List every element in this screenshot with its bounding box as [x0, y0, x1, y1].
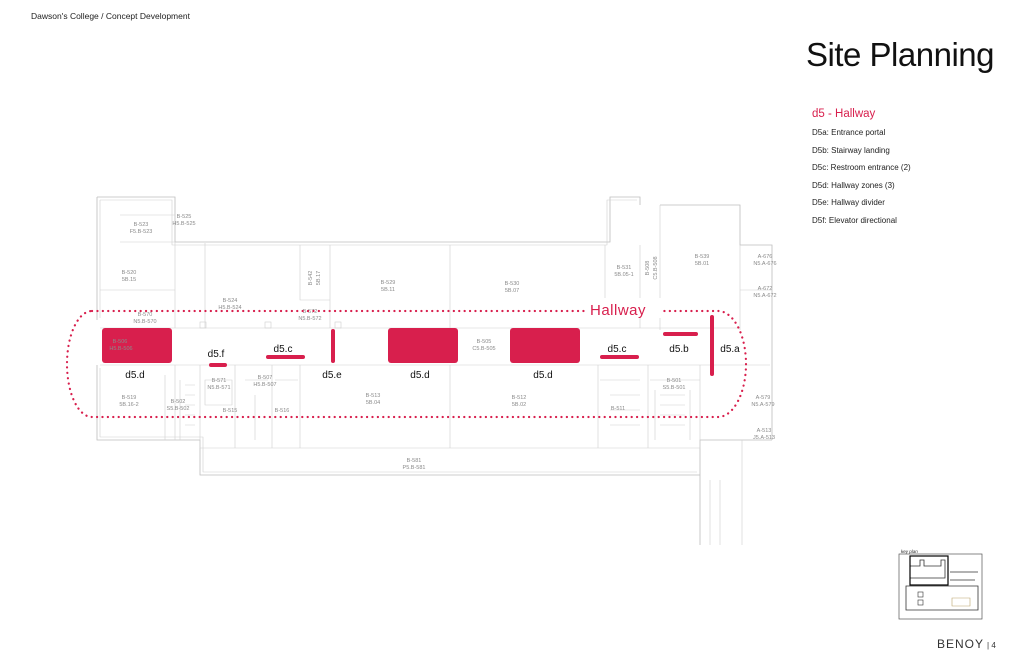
room-label: 5B.04: [366, 400, 380, 406]
zone-label: d5.d: [533, 370, 552, 381]
zone-label: d5.e: [322, 370, 342, 381]
legend-item: D5a: Entrance portal: [812, 128, 886, 137]
room-label: S5.B-501: [663, 385, 686, 391]
room-label: C5.B-508: [653, 256, 659, 279]
room-label: B-531: [617, 265, 632, 271]
room-label: N5.A-579: [751, 402, 774, 408]
room-label: B-570: [138, 312, 153, 318]
room-label: 5B.07: [505, 288, 519, 294]
room-label: B-523: [134, 222, 149, 228]
room-label: B-539: [695, 254, 710, 260]
zone-d5a: [710, 315, 714, 376]
room-label: B-571: [212, 378, 227, 384]
legend-heading: d5 - Hallway: [812, 108, 876, 120]
zone-d5b: [663, 332, 698, 336]
zone-labels: d5.d d5.f d5.c d5.e d5.d d5.d d5.c d5.b …: [125, 344, 740, 381]
legend: d5 - Hallway D5a: Entrance portal D5b: S…: [812, 108, 911, 234]
room-label: N5.B-572: [298, 316, 321, 322]
room-label: B-529: [381, 280, 396, 286]
room-label: H5.B-507: [253, 382, 276, 388]
room-label: B-516: [275, 408, 290, 414]
key-plan-label: key plan: [901, 549, 918, 554]
room-label: B-530: [505, 281, 520, 287]
room-label: B-513: [366, 393, 381, 399]
zone-label: d5.c: [274, 344, 293, 355]
room-label: A-579: [756, 395, 771, 401]
brand-logo: BENOY: [937, 637, 985, 651]
room-label: J5.A-513: [753, 435, 775, 441]
zone-label: d5.c: [608, 344, 627, 355]
room-label: B-506: [113, 339, 128, 345]
room-label: N5.A-676: [753, 261, 776, 267]
room-label: N5.A-672: [753, 293, 776, 299]
room-label: C5.B-505: [472, 346, 495, 352]
hallway-label: Hallway: [590, 302, 646, 319]
legend-item: D5f: Elevator directional: [812, 215, 897, 225]
room-label: B-505: [477, 339, 492, 345]
zone-label: d5.a: [720, 344, 740, 355]
room-label: B-511: [611, 406, 625, 412]
room-label: A-672: [758, 286, 773, 292]
room-label: 5B.01: [695, 261, 709, 267]
room-label: 5B.02: [512, 402, 526, 408]
breadcrumb: Dawson's College / Concept Development: [31, 11, 190, 21]
legend-item: D5e: Hallway divider: [812, 198, 885, 208]
room-label: 5B.16-2: [119, 402, 138, 408]
room-label: B-508: [645, 261, 651, 276]
room-label: B-515: [223, 408, 238, 414]
room-label: H5.B-525: [172, 221, 195, 227]
room-label: B-501: [667, 378, 682, 384]
hallway-boundary: [65, 309, 748, 419]
page-number: | 4: [987, 641, 996, 650]
room-label: B-507: [258, 375, 273, 381]
room-label: B-520: [122, 270, 137, 276]
key-plan: key plan: [898, 549, 983, 620]
room-label: 5B.11: [381, 287, 395, 293]
room-label: H5.B-524: [218, 305, 241, 311]
room-label: A-513: [757, 428, 772, 434]
zone-label: d5.b: [669, 344, 689, 355]
room-label: N5.B-570: [133, 319, 156, 325]
room-label: B-512: [512, 395, 527, 401]
room-label: H5.B-506: [109, 346, 132, 352]
room-label: N5.B-571: [207, 385, 230, 391]
zone-d5f: [209, 363, 227, 367]
room-label: 5B.17: [316, 271, 322, 285]
zone-d5c-1: [266, 355, 305, 359]
room-label: B-524: [223, 298, 238, 304]
legend-item: D5b: Stairway landing: [812, 145, 890, 155]
legend-item: D5d: Hallway zones (3): [812, 180, 895, 190]
room-label: B-542: [308, 271, 314, 286]
brand-footer: BENOY| 4: [937, 637, 996, 651]
room-label: B-525: [177, 214, 192, 220]
room-labels: B-523 F5.B-523 B-525 H5.B-525 B-520 5B.1…: [119, 214, 776, 471]
legend-item: D5c: Restroom entrance (2): [812, 163, 911, 173]
zone-d5e: [331, 329, 335, 363]
page-title: Site Planning: [806, 36, 994, 73]
room-label: S5.B-502: [167, 406, 190, 412]
zone-label: d5.f: [208, 349, 225, 360]
room-label: 5B.05-1: [614, 272, 633, 278]
room-label: B-572: [303, 309, 318, 315]
zone-d5d-3: [510, 328, 580, 363]
zone-marks: B-506 H5.B-506: [102, 315, 714, 376]
key-plan-highlight: [909, 555, 949, 586]
zone-d5d-1: [102, 328, 172, 363]
zone-d5c-2: [600, 355, 639, 359]
room-label: A-676: [758, 254, 773, 260]
zone-label: d5.d: [125, 370, 144, 381]
room-label: P5.B-581: [403, 465, 426, 471]
zone-label: d5.d: [410, 370, 429, 381]
room-label: 5B.15: [122, 277, 136, 283]
zone-d5d-2: [388, 328, 458, 363]
building-walls: [96, 196, 773, 545]
room-label: F5.B-523: [130, 229, 153, 235]
room-label: B-502: [171, 399, 186, 405]
room-label: B-519: [122, 395, 137, 401]
room-label: B-581: [407, 458, 422, 464]
